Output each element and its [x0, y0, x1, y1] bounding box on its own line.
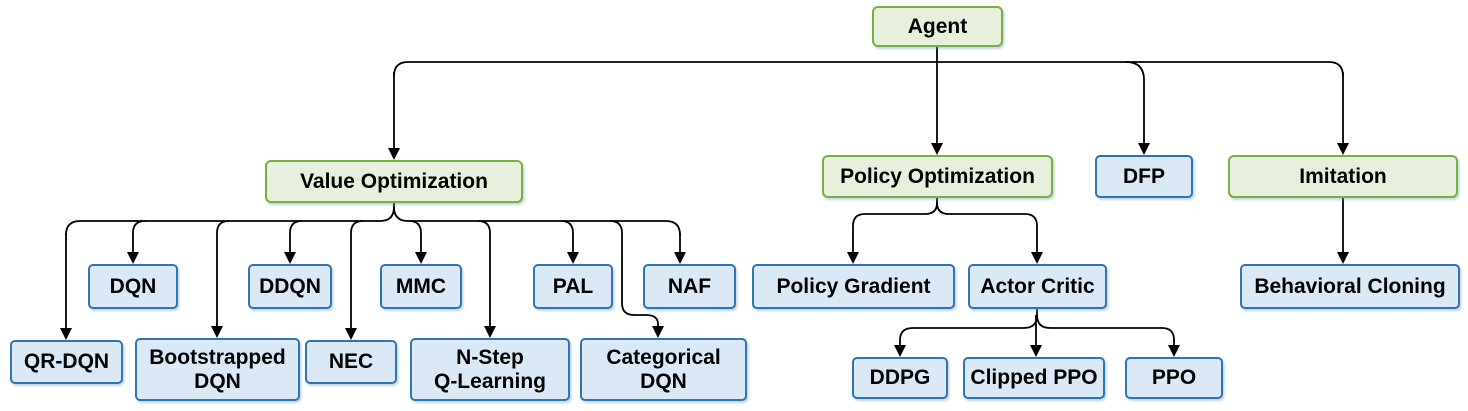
node-ppo: PPO [1125, 357, 1223, 399]
node-mmc: MMC [380, 264, 462, 309]
node-agent: Agent [872, 6, 1003, 47]
edge-vo-dqn [127, 220, 146, 264]
node-value-optimization: Value Optimization [265, 160, 523, 203]
edge-po-actor-critic [936, 202, 1043, 264]
node-actor-critic: Actor Critic [968, 264, 1107, 309]
node-categorical-dqn: Categorical DQN [580, 338, 747, 401]
edge-vo-categorical-dqn [609, 220, 664, 338]
edge-vo-pal [560, 220, 579, 264]
edge-vo-ddqn [284, 220, 303, 264]
edge-po-policy-gradient [847, 202, 938, 264]
node-naf: NAF [643, 264, 736, 309]
node-bootstrapped-dqn: Bootstrapped DQN [135, 338, 300, 401]
edge-ac-ppo [1036, 314, 1180, 357]
bus-value-right [393, 206, 681, 236]
edge-vo-nec [345, 220, 364, 340]
node-policy-gradient: Policy Gradient [752, 264, 955, 309]
node-pal: PAL [533, 264, 613, 309]
node-qr-dqn: QR-DQN [10, 340, 123, 384]
node-behavioral-cloning: Behavioral Cloning [1240, 264, 1460, 309]
node-policy-optimization: Policy Optimization [822, 155, 1053, 198]
edge-ac-ddpg [894, 314, 1038, 357]
node-nec: NEC [305, 340, 397, 384]
node-imitation: Imitation [1228, 155, 1458, 198]
node-dqn: DQN [88, 264, 178, 309]
node-n-step-q-learning: N-Step Q-Learning [410, 338, 570, 401]
edge-vo-n-step-q-learning [477, 220, 496, 338]
edge-agent-dfp [1125, 61, 1150, 155]
bus-value-left [65, 206, 395, 236]
edge-vo-bootstrapped-dqn [211, 220, 230, 338]
bus-agent-children [393, 61, 1344, 77]
node-ddqn: DDQN [248, 264, 332, 309]
node-ddpg: DDPG [852, 357, 948, 399]
edge-vo-mmc [408, 220, 427, 264]
node-dfp: DFP [1095, 155, 1193, 198]
node-clipped-ppo: Clipped PPO [963, 357, 1105, 399]
